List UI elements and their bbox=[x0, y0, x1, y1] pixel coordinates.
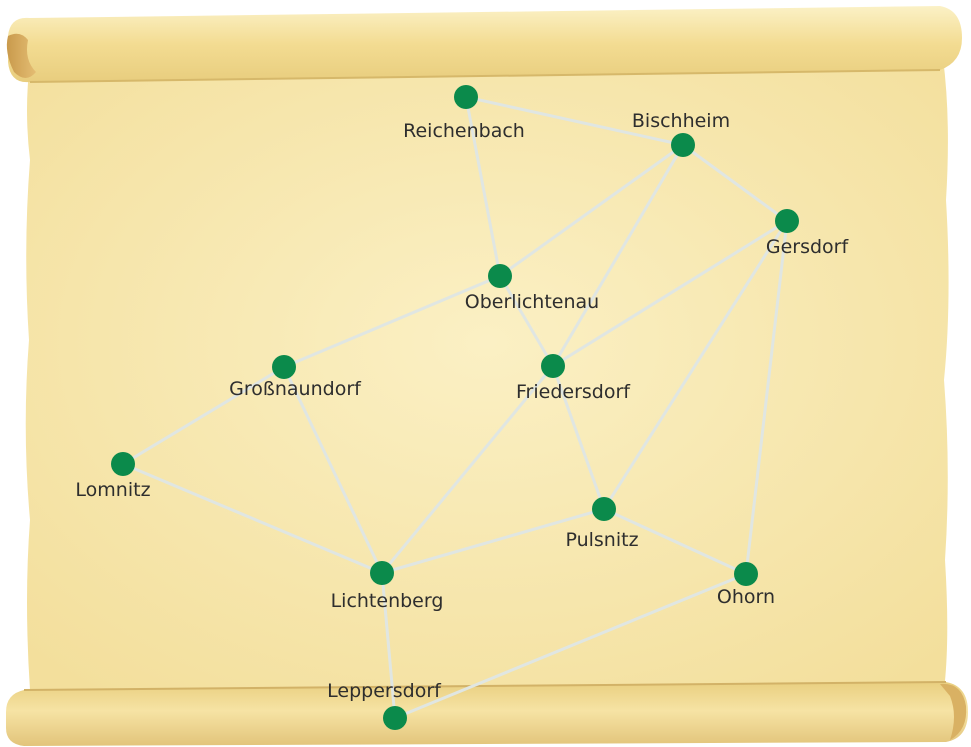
node-marker[interactable] bbox=[111, 452, 135, 476]
node-marker[interactable] bbox=[272, 355, 296, 379]
node-marker[interactable] bbox=[454, 85, 478, 109]
node-marker[interactable] bbox=[775, 209, 799, 233]
edge-gersdorf-friedersdorf bbox=[551, 219, 789, 368]
node-ohorn[interactable]: Ohorn bbox=[717, 562, 775, 608]
node-marker[interactable] bbox=[734, 562, 758, 586]
node-friedersdorf[interactable]: Friedersdorf bbox=[516, 354, 631, 403]
scroll-bottom-roll bbox=[6, 681, 968, 746]
node-marker[interactable] bbox=[592, 497, 616, 521]
edge-reichenbach-oberlichtenau bbox=[464, 95, 502, 278]
scroll-top-roll bbox=[6, 6, 962, 83]
edge-friedersdorf-lichtenberg bbox=[380, 364, 555, 575]
edge-ohorn-leppersdorf bbox=[393, 572, 748, 720]
node-pulsnitz[interactable]: Pulsnitz bbox=[565, 497, 639, 551]
graph-nodes: Reichenbach BischheimGersdorfOberlichtena… bbox=[75, 85, 849, 730]
node-marker[interactable] bbox=[488, 264, 512, 288]
node-label: Ohorn bbox=[717, 586, 775, 608]
edge-pulsnitz-lichtenberg bbox=[380, 507, 606, 575]
edge-oberlichtenau-friedersdorf bbox=[498, 274, 555, 368]
edge-oberlichtenau-grossnaundorf bbox=[282, 274, 502, 369]
node-marker[interactable] bbox=[383, 706, 407, 730]
edge-gersdorf-pulsnitz bbox=[602, 219, 789, 511]
node-reichenbach[interactable]: Reichenbach bbox=[403, 85, 525, 142]
node-label: Lichtenberg bbox=[331, 590, 444, 612]
edge-friedersdorf-pulsnitz bbox=[551, 364, 606, 511]
node-label: Großnaundorf bbox=[229, 378, 362, 400]
edge-bischheim-oberlichtenau bbox=[498, 143, 685, 278]
node-gersdorf[interactable]: Gersdorf bbox=[766, 209, 850, 258]
node-marker[interactable] bbox=[370, 561, 394, 585]
node-label: Bischheim bbox=[632, 110, 730, 132]
node-lichtenberg[interactable]: Lichtenberg bbox=[331, 561, 444, 612]
node-lomnitz[interactable]: Lomnitz bbox=[75, 452, 151, 501]
node-marker[interactable] bbox=[541, 354, 565, 378]
edge-pulsnitz-ohorn bbox=[602, 507, 748, 576]
node-label: Pulsnitz bbox=[565, 529, 638, 551]
node-oberlichtenau[interactable]: Oberlichtenau bbox=[465, 264, 599, 313]
edge-lomnitz-lichtenberg bbox=[121, 462, 384, 575]
node-marker[interactable] bbox=[671, 133, 695, 157]
node-label: Lomnitz bbox=[75, 479, 150, 501]
edge-bischheim-gersdorf bbox=[681, 143, 789, 223]
edge-reichenbach-bischheim bbox=[464, 95, 685, 147]
graph-edges bbox=[121, 95, 789, 720]
node-label: Oberlichtenau bbox=[465, 291, 599, 313]
node-bischheim[interactable]: Bischheim bbox=[632, 110, 730, 157]
parchment-sheet bbox=[25, 58, 949, 690]
node-grossnaundorf[interactable]: Großnaundorf bbox=[229, 355, 362, 400]
edge-bischheim-friedersdorf bbox=[551, 143, 685, 368]
node-leppersdorf[interactable]: Leppersdorf bbox=[327, 680, 442, 730]
node-label: Gersdorf bbox=[766, 236, 850, 258]
node-label: Reichenbach bbox=[403, 120, 525, 142]
node-label: Friedersdorf bbox=[516, 381, 631, 403]
edge-lichtenberg-leppersdorf bbox=[380, 571, 397, 720]
edge-grossnaundorf-lomnitz bbox=[121, 365, 286, 466]
node-label: Leppersdorf bbox=[327, 680, 442, 702]
edge-grossnaundorf-lichtenberg bbox=[282, 365, 384, 575]
edge-gersdorf-ohorn bbox=[744, 219, 789, 576]
